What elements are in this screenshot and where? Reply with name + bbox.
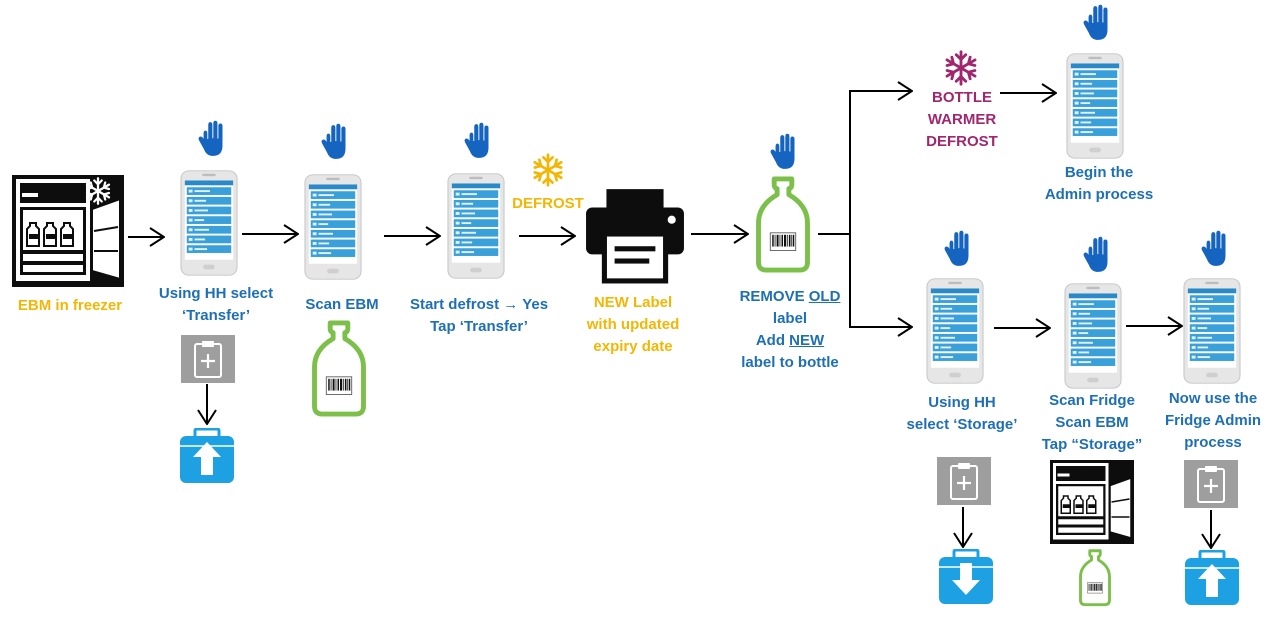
hand-icon [198,120,223,156]
hand-icon [1201,230,1226,266]
hand-icon [1083,4,1108,40]
transfer-line-1: Using HH select [158,285,274,302]
milk-bottle-icon [315,323,364,414]
defrost-start-line-2: Tap ‘Transfer’ [430,318,528,335]
admin-line-1: Begin the [1064,164,1134,181]
flow-arrows [128,91,1211,548]
defrost-tag-text: DEFROST [512,195,584,212]
hand-icon [944,230,969,266]
relabel-line-3: Add NEW [740,330,841,352]
fridge-admin-line-2: Fridge Admin [1164,412,1262,429]
fridge-scan-line-2: Scan EBM [1055,414,1129,431]
fridge-admin-line-3: process [1184,434,1242,451]
relabel-old-text: OLD [808,288,841,305]
defrost-start-label: Start defrost → Yes Tap ‘Transfer’ [410,294,548,338]
fridge-scan-line-1: Scan Fridge [1049,392,1135,409]
handheld-device-icon [926,278,984,384]
box-upload-icon [1184,550,1240,606]
warmer-line-1: BOTTLE [931,89,992,106]
clipboard-plus-icon [181,335,235,383]
handheld-device-icon [1183,278,1241,384]
fridge-admin-line-1: Now use the [1168,390,1258,407]
defrost-start-line-1: Start defrost → Yes [409,296,549,313]
storage-step-label: Using HH select ‘Storage’ [907,392,1018,436]
handheld-device-icon [1064,283,1122,389]
hand-icon [321,123,346,159]
box-upload-icon [179,428,235,484]
relabel-line-1: REMOVE OLD [740,286,841,308]
fridge-scan-label: Scan Fridge Scan EBM Tap “Storage” [1042,390,1143,456]
bottle-warmer-label: BOTTLE WARMER DEFROST [926,87,998,153]
fridge-scan-line-3: Tap “Storage” [1041,436,1143,453]
fridge-admin-label: Now use the Fridge Admin process [1165,388,1261,454]
storage-line-2: select ‘Storage’ [906,416,1018,433]
admin-step-label: Begin the Admin process [1045,162,1153,206]
snowflake-icon [532,155,563,186]
handheld-device-icon [304,174,362,280]
scan-step-label: Scan EBM [305,294,378,316]
defrost-tag: DEFROST [512,193,584,215]
hand-icon [1083,236,1108,272]
relabel-add-text: Add [755,332,790,349]
relabel-line-2: label [772,310,808,327]
milk-bottle-icon [1078,549,1112,607]
hand-icon [770,133,795,169]
new-label-line-2: with updated [586,316,680,333]
handheld-device-icon [447,173,505,279]
snowflake-icon [945,52,978,84]
hand-icon [464,122,489,158]
warmer-line-3: DEFROST [926,133,998,150]
relabel-remove-text: REMOVE [739,288,809,305]
relabel-new-text: NEW [789,332,825,349]
warmer-line-2: WARMER [927,111,997,128]
box-download-icon [938,549,994,605]
scan-label-text: Scan EBM [305,296,379,313]
new-label-line-3: expiry date [593,338,673,355]
new-label-step: NEW Label with updated expiry date [587,292,680,358]
freezer-label: EBM in freezer [18,295,122,317]
new-label-line-1: NEW Label [593,294,673,311]
handheld-device-icon [1066,53,1124,159]
relabel-line-4: label to bottle [741,354,839,371]
clipboard-plus-icon [936,457,992,505]
handheld-device-icon [180,170,238,276]
milk-bottle-icon [759,179,808,270]
relabel-step: REMOVE OLD label Add NEW label to bottle [740,286,841,374]
freezer-icon [12,175,124,287]
admin-line-2: Admin process [1044,186,1154,203]
transfer-step-label: Using HH select ‘Transfer’ [159,283,273,327]
clipboard-plus-icon [1183,460,1239,508]
freezer-label-text: EBM in freezer [17,297,123,314]
storage-line-1: Using HH [928,394,996,411]
transfer-line-2: ‘Transfer’ [181,307,251,324]
printer-icon [586,189,684,281]
fridge-icon [1050,460,1134,544]
